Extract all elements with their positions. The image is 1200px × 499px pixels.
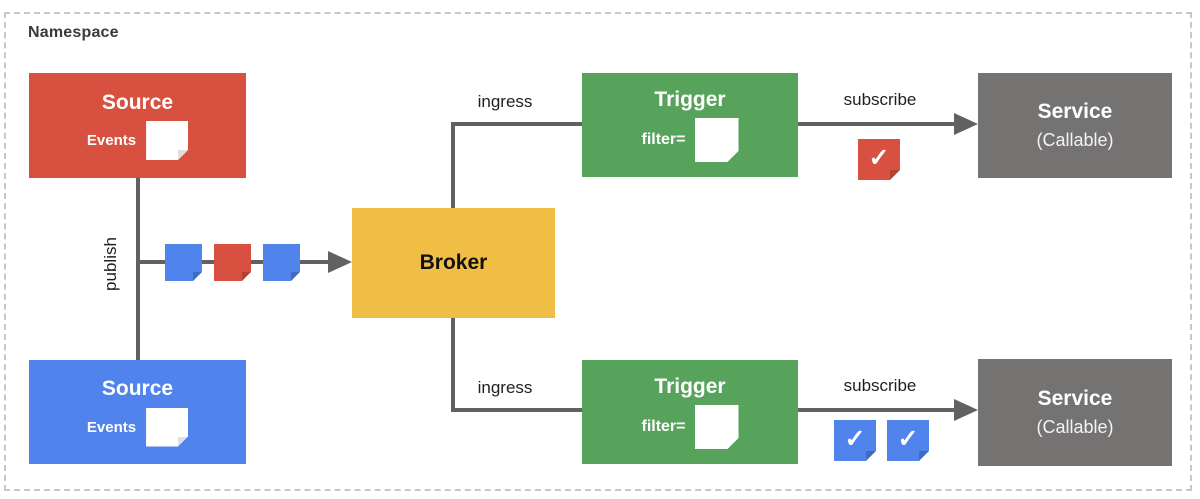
event-document-icon [146,408,188,447]
blue-event-note-icon: ✓ [887,420,929,461]
broker-title: Broker [419,251,488,274]
broker-node: Broker [352,208,555,318]
check-icon: ✓ [844,424,866,453]
trigger-filter-row: filter= [641,118,738,162]
filter-label: filter= [641,418,686,436]
event-document-icon [146,121,188,160]
subscribe-bottom-label: subscribe [843,376,917,395]
service-subtitle: (Callable) [1036,417,1114,438]
service-title: Service [1037,99,1113,123]
delivered-events-top: ✓ [858,139,900,180]
publish-arrowhead-icon [328,251,352,273]
source-title: Source [101,90,174,114]
trigger-node-bottom: Trigger filter= [582,360,798,464]
ingress-bottom-label: ingress [477,378,533,397]
service-subtitle: (Callable) [1036,130,1114,151]
blue-event-note-icon [165,244,202,281]
ingress-bottom-line [451,408,582,412]
namespace-label: Namespace [28,24,119,41]
check-icon: ✓ [868,143,890,172]
trigger-filter-row: filter= [641,405,738,449]
source-publish-vertical-line [136,178,140,360]
publish-event-stream [165,244,300,281]
filter-label: filter= [641,131,686,149]
source-node-red: Source Events [29,73,246,178]
namespace-boundary [4,12,1192,491]
source-events-row: Events [87,121,188,160]
service-node-bottom: Service (Callable) [978,359,1172,466]
ingress-top-line [451,122,582,126]
trigger-title: Trigger [654,87,726,111]
events-label: Events [86,132,137,150]
service-title: Service [1037,386,1113,410]
red-event-note-icon [214,244,251,281]
check-icon: ✓ [897,424,919,453]
blue-event-note-icon: ✓ [834,420,876,461]
publish-label: publish [101,237,120,291]
blue-event-note-icon [263,244,300,281]
filter-note-icon [695,118,739,162]
subscribe-top-line [798,122,956,126]
filter-note-icon [695,405,739,449]
source-node-blue: Source Events [29,360,246,464]
red-event-note-icon: ✓ [858,139,900,180]
source-events-row: Events [87,408,188,447]
trigger-node-top: Trigger filter= [582,73,798,177]
trigger-title: Trigger [654,374,726,398]
ingress-bottom-vertical-line [451,318,455,412]
subscribe-bottom-line [798,408,956,412]
subscribe-top-label: subscribe [843,90,917,109]
delivered-events-bottom: ✓✓ [834,420,929,461]
ingress-top-label: ingress [477,92,533,111]
service-node-top: Service (Callable) [978,73,1172,178]
ingress-top-vertical-line [451,125,455,210]
events-label: Events [86,418,137,436]
subscribe-top-arrowhead-icon [954,113,978,135]
subscribe-bottom-arrowhead-icon [954,399,978,421]
source-title: Source [101,377,174,401]
